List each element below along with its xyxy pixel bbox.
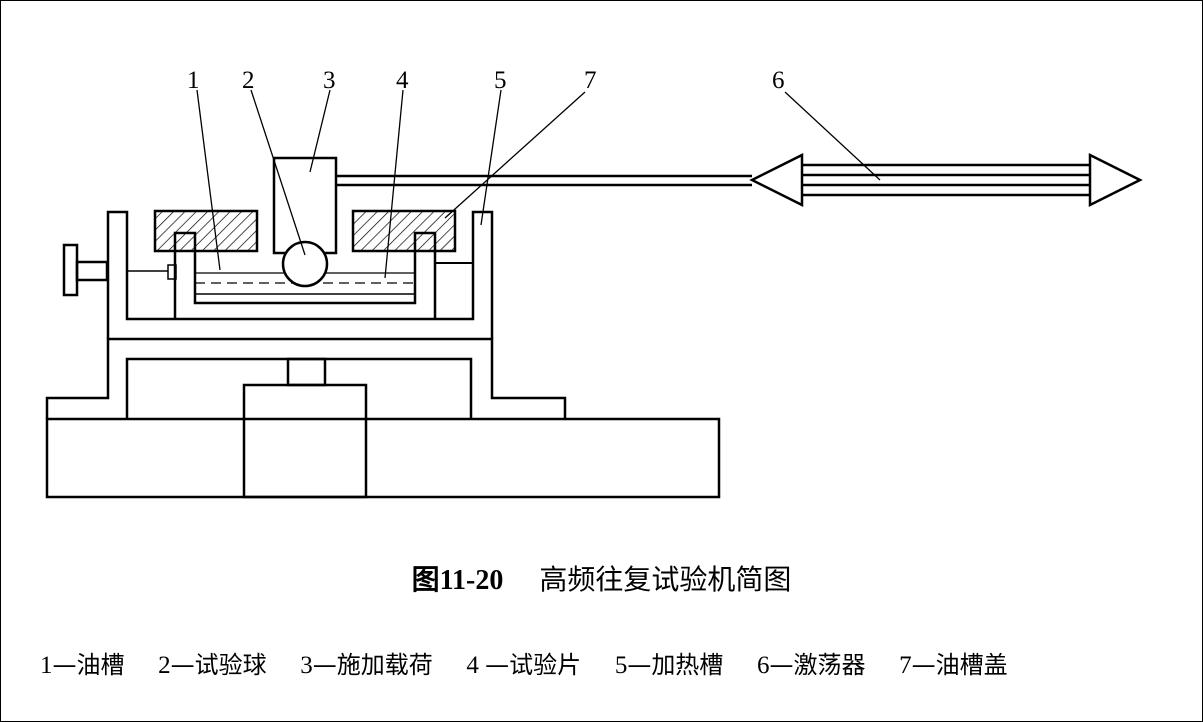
figure-title: 高频往复试验机简图 <box>539 563 792 596</box>
tank-cover-left <box>153 209 259 253</box>
legend-item: 5—加热槽 <box>614 651 724 679</box>
tank-cover-right <box>351 209 457 253</box>
clamp-collar <box>75 260 109 282</box>
leader-line-5 <box>480 89 502 226</box>
callout-1: 1 <box>187 67 200 94</box>
leader-line-3 <box>309 89 331 173</box>
load-block <box>272 156 338 255</box>
legend-item: 3—施加载荷 <box>300 651 433 679</box>
legend-item: 6—激荡器 <box>756 651 866 679</box>
leader-line-2 <box>250 89 306 256</box>
center-post <box>286 357 327 387</box>
clamp-tip <box>167 264 177 280</box>
heating-frame <box>106 210 494 339</box>
center-pedestal <box>242 383 368 499</box>
stand-cutout <box>125 357 473 419</box>
legend-item: 4 —试验片 <box>466 651 582 679</box>
legend-item: 7—油槽盖 <box>899 651 1008 679</box>
leader-line-7 <box>444 91 586 219</box>
figure-number: 图11-20 <box>411 565 504 596</box>
test-ball <box>281 240 329 288</box>
clamp-knob <box>62 243 79 297</box>
callout-2: 2 <box>242 67 255 94</box>
exciter-left-cone <box>749 152 804 208</box>
callout-5: 5 <box>494 67 507 94</box>
legend-item: 1—油槽 <box>40 651 125 679</box>
leader-line-6 <box>784 91 881 181</box>
figure-caption: 图11-20 高频往复试验机简图 <box>0 558 1203 598</box>
legend: 1—油槽 2—试验球 3—施加载荷 4 —试验片 5—加热槽 6—激荡器 7—油… <box>40 645 1008 680</box>
callout-6: 6 <box>772 67 785 94</box>
callout-4: 4 <box>396 67 409 94</box>
base-slab <box>45 417 721 499</box>
stand-block <box>45 337 567 419</box>
callout-3: 3 <box>323 67 336 94</box>
legend-item: 2—试验球 <box>158 651 267 679</box>
exciter-right-cone <box>1088 152 1143 208</box>
heater-pad <box>434 262 474 320</box>
leader-line-4 <box>384 89 404 279</box>
leader-line-1 <box>196 89 221 271</box>
callout-7: 7 <box>584 67 597 94</box>
